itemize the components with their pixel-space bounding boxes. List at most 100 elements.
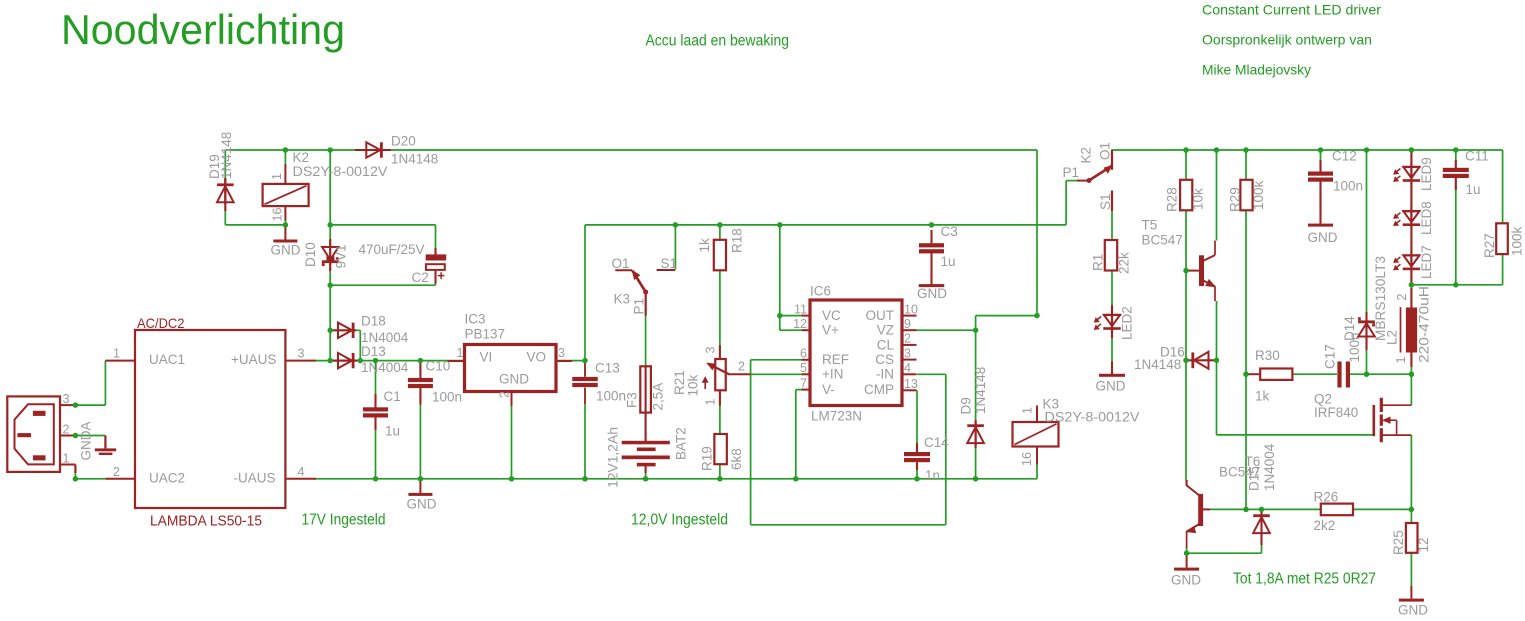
svg-text:UAC1: UAC1 <box>149 352 185 367</box>
svg-text:CMP: CMP <box>864 382 894 397</box>
svg-text:+IN: +IN <box>822 367 843 382</box>
svg-text:2,5A: 2,5A <box>651 383 666 411</box>
svg-text:2: 2 <box>498 391 512 398</box>
svg-text:K2: K2 <box>293 150 310 165</box>
svg-text:22k: 22k <box>1117 252 1132 274</box>
svg-text:R30: R30 <box>1255 348 1280 363</box>
svg-text:16: 16 <box>1020 452 1034 466</box>
svg-text:D16: D16 <box>1160 344 1185 359</box>
svg-text:R29: R29 <box>1228 187 1243 212</box>
svg-text:BC547: BC547 <box>1142 233 1183 248</box>
svg-text:O1: O1 <box>1098 142 1113 160</box>
svg-text:C11: C11 <box>1465 149 1489 164</box>
svg-text:R25: R25 <box>1391 530 1406 555</box>
svg-text:UAC2: UAC2 <box>149 470 185 485</box>
svg-text:220-470uH: 220-470uH <box>1417 286 1432 363</box>
svg-text:-IN: -IN <box>876 367 894 382</box>
svg-text:10k: 10k <box>686 374 701 396</box>
svg-text:VI: VI <box>480 349 493 364</box>
svg-text:D20: D20 <box>391 134 416 149</box>
svg-text:9: 9 <box>904 317 911 331</box>
svg-text:LED7: LED7 <box>1419 245 1434 279</box>
svg-text:GND: GND <box>499 371 529 386</box>
svg-text:GND: GND <box>271 242 301 257</box>
svg-text:R21: R21 <box>672 370 687 395</box>
svg-text:1u: 1u <box>941 254 956 269</box>
svg-text:R18: R18 <box>730 228 745 253</box>
svg-text:V+: V+ <box>822 323 839 338</box>
svg-text:R28: R28 <box>1165 187 1180 212</box>
svg-text:OUT: OUT <box>866 308 895 323</box>
svg-text:C17: C17 <box>1323 344 1338 369</box>
svg-text:REF: REF <box>822 352 849 367</box>
svg-text:F3: F3 <box>625 392 640 408</box>
svg-text:3: 3 <box>558 346 565 360</box>
svg-text:C3: C3 <box>941 224 958 239</box>
svg-text:LED8: LED8 <box>1419 201 1434 235</box>
svg-text:Constant Current LED driver: Constant Current LED driver <box>1202 3 1381 18</box>
svg-text:CS: CS <box>875 352 894 367</box>
svg-text:CL: CL <box>877 338 895 353</box>
svg-text:GNDA: GNDA <box>79 421 94 460</box>
svg-text:1N4004: 1N4004 <box>361 330 409 345</box>
svg-text:3: 3 <box>63 392 70 406</box>
svg-text:1: 1 <box>704 399 718 406</box>
svg-text:LED2: LED2 <box>1120 306 1135 340</box>
svg-text:+UAUS: +UAUS <box>231 352 276 367</box>
svg-text:100n: 100n <box>432 390 462 405</box>
svg-text:VC: VC <box>822 308 841 323</box>
svg-text:DS2Y-8-0012V: DS2Y-8-0012V <box>293 164 388 179</box>
svg-text:10: 10 <box>904 302 918 316</box>
svg-text:R1: R1 <box>1091 254 1106 271</box>
svg-text:S1: S1 <box>661 256 678 271</box>
svg-text:1N4148: 1N4148 <box>973 367 988 414</box>
svg-text:BC547: BC547 <box>1219 465 1260 480</box>
svg-text:4: 4 <box>298 465 305 479</box>
svg-text:LED9: LED9 <box>1419 157 1434 191</box>
svg-text:Tot 1,8A met R25 0R27: Tot 1,8A met R25 0R27 <box>1233 571 1376 588</box>
svg-text:K3: K3 <box>1043 397 1060 412</box>
svg-text:P1: P1 <box>632 298 647 315</box>
svg-text:C14: C14 <box>924 435 949 450</box>
svg-text:GND: GND <box>407 496 437 511</box>
svg-text:GND: GND <box>1308 230 1338 245</box>
svg-text:Mike Mladejovsky: Mike Mladejovsky <box>1202 63 1311 78</box>
svg-text:IRF840: IRF840 <box>1314 405 1358 420</box>
svg-text:1: 1 <box>457 346 464 360</box>
svg-text:1N4148: 1N4148 <box>391 152 438 167</box>
svg-text:100k: 100k <box>1251 180 1266 210</box>
svg-text:17V Ingesteld: 17V Ingesteld <box>302 512 386 529</box>
svg-text:2: 2 <box>904 332 911 346</box>
svg-text:Oorspronkelijk ontwerp van: Oorspronkelijk ontwerp van <box>1202 33 1372 48</box>
svg-text:1N4004: 1N4004 <box>1262 443 1277 491</box>
svg-text:1: 1 <box>1021 407 1035 414</box>
svg-text:K2: K2 <box>1079 147 1094 164</box>
svg-text:12: 12 <box>793 317 807 331</box>
svg-text:GND: GND <box>1398 602 1428 617</box>
svg-text:9V1: 9V1 <box>334 244 349 268</box>
svg-text:L2: L2 <box>1385 330 1400 345</box>
svg-text:R27: R27 <box>1482 233 1497 258</box>
svg-text:D10: D10 <box>303 242 318 267</box>
svg-text:1N4148: 1N4148 <box>1134 357 1181 372</box>
svg-text:2k2: 2k2 <box>1314 518 1336 533</box>
svg-text:11: 11 <box>794 302 807 316</box>
svg-text:D13: D13 <box>361 344 386 359</box>
svg-text:1: 1 <box>113 347 120 361</box>
svg-text:D9: D9 <box>959 397 974 414</box>
svg-text:AC/DC2: AC/DC2 <box>137 315 185 331</box>
svg-text:1N4148: 1N4148 <box>219 132 234 179</box>
svg-text:1k: 1k <box>1255 389 1270 404</box>
svg-text:C2: C2 <box>412 270 429 285</box>
svg-text:Q2: Q2 <box>1314 392 1332 407</box>
svg-text:2: 2 <box>738 360 745 374</box>
svg-text:100k: 100k <box>1510 226 1525 256</box>
svg-text:T6: T6 <box>1245 454 1261 469</box>
svg-text:D18: D18 <box>361 313 386 328</box>
svg-text:GND: GND <box>1171 572 1201 587</box>
svg-text:3: 3 <box>904 346 911 360</box>
svg-text:7: 7 <box>800 376 807 390</box>
svg-text:D15: D15 <box>1247 466 1262 491</box>
svg-text:2: 2 <box>1395 294 1409 301</box>
svg-text:100n: 100n <box>596 389 626 404</box>
